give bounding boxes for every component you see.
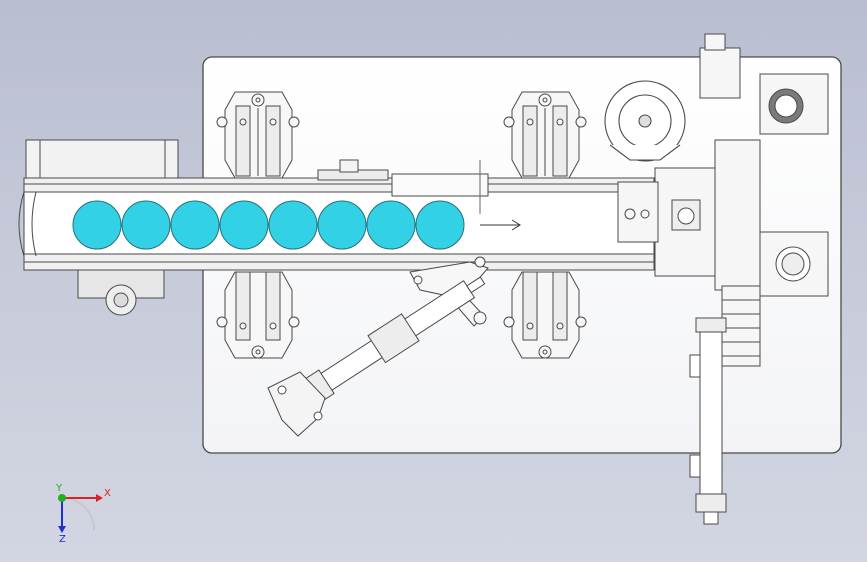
coordinate-triad: X Y Z — [55, 483, 111, 545]
x-axis-label: X — [104, 488, 111, 499]
product-6 — [317, 200, 367, 250]
lower-right-bracket — [503, 271, 587, 359]
lower-left-bracket — [216, 271, 300, 359]
z-axis-label: Z — [59, 534, 66, 545]
product-row — [72, 200, 465, 250]
product-3 — [170, 200, 220, 250]
upper-left-bracket — [216, 91, 300, 179]
y-axis-label: Y — [55, 483, 63, 494]
upper-right-bracket — [503, 91, 587, 179]
z-axis-arrowhead — [58, 526, 66, 533]
product-5 — [268, 200, 318, 250]
product-8 — [415, 200, 465, 250]
roller-wheel — [604, 80, 686, 162]
x-axis-arrowhead — [96, 494, 103, 502]
vertical-cylinder — [689, 317, 727, 525]
diagonal-cylinder — [267, 276, 486, 437]
y-axis-marker — [58, 494, 66, 502]
product-1 — [72, 200, 122, 250]
product-2 — [121, 200, 171, 250]
drive-motor — [25, 139, 179, 316]
product-4 — [219, 200, 269, 250]
gripper-assembly — [617, 33, 829, 367]
product-7 — [366, 200, 416, 250]
